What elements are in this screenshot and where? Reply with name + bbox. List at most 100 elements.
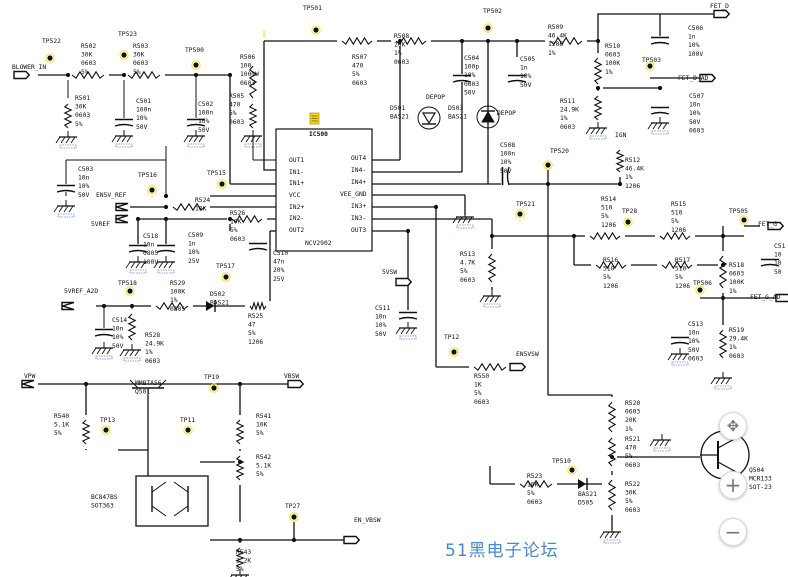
label-r529-3: 0805 — [170, 306, 185, 313]
label-c518-3: 100V — [143, 259, 158, 266]
ground-symbol-4 — [585, 122, 607, 140]
junction-dot — [121, 72, 127, 78]
test-point-tp506[interactable]: TP506 — [693, 280, 712, 295]
test-point-label: TP500 — [185, 47, 204, 54]
label-r512-1: 46.4K — [625, 166, 644, 173]
port-en5vsw[interactable]: EN5VSW — [509, 351, 539, 372]
resistor-r542 — [235, 451, 245, 485]
label-r529-1: 100K — [170, 289, 185, 296]
junction-dot — [720, 233, 726, 239]
junction-dot — [227, 72, 233, 78]
port-5vsw[interactable]: 5VSW — [382, 269, 413, 287]
test-point-tp522[interactable]: TP522 — [42, 38, 61, 63]
fit-view-button[interactable]: ✥ — [719, 412, 747, 440]
label-r525-2: 5% — [248, 330, 256, 337]
port-vpw[interactable]: VPW — [20, 373, 36, 389]
resistor-r512 — [615, 145, 625, 177]
port-fet-g[interactable]: FET_G — [758, 221, 785, 231]
port-fet-d-ad[interactable]: FET_D_AD — [678, 73, 717, 83]
test-point-tp505[interactable]: TP505 — [729, 208, 749, 225]
label-r502-3: 5% — [81, 69, 89, 76]
port-en-vbsw[interactable]: EN_VBSW — [343, 517, 381, 545]
label-r512-3: 1206 — [625, 183, 640, 190]
test-point-tp515[interactable]: TP515 — [207, 170, 227, 189]
test-point-tp500[interactable]: TP500 — [185, 47, 204, 70]
port-5vref-a2d[interactable]: 5VREF_A2D — [60, 288, 98, 311]
label-c518-0: C518 — [143, 233, 158, 240]
label-c502-1: 100n — [198, 110, 213, 117]
resistor-r529 — [151, 301, 193, 311]
label-q501-1: Q501 — [135, 389, 150, 396]
label-r517-0: R517 — [675, 257, 690, 264]
label-d503-0: D503 — [448, 105, 463, 112]
test-point-tp516[interactable]: TP516 — [138, 172, 157, 195]
label-c501-1: 100n — [136, 107, 151, 114]
label-r540-0: R540 — [54, 413, 69, 420]
junction-dot — [595, 38, 601, 44]
test-point-tp510[interactable]: TP510 — [552, 458, 577, 475]
test-point-tp27[interactable]: TP27 — [285, 503, 300, 522]
label-d502-1: BAS21 — [210, 300, 229, 307]
resistor-r503 — [123, 70, 165, 80]
test-point-tp11[interactable]: TP11 — [180, 417, 195, 435]
port-fet-d[interactable]: FET_D — [710, 3, 731, 19]
resistor-r522 — [607, 475, 617, 515]
capacitor-c509 — [156, 244, 176, 253]
ic-pin-out1: OUT1 — [289, 157, 304, 164]
junction-dot — [720, 295, 726, 301]
zoom-in-button[interactable]: + — [719, 471, 747, 499]
label-r501-2: 0603 — [75, 112, 90, 119]
label-c505-1: 1n — [520, 65, 528, 72]
label-c513-3: 50V — [688, 347, 700, 354]
port-5vref[interactable]: 5VREF — [91, 214, 129, 229]
label-c504-2: 10% — [464, 72, 476, 79]
test-point-tp13[interactable]: TP13 — [100, 417, 115, 435]
label-c505-3: 50V — [520, 82, 532, 89]
port-en5v-ref[interactable]: EN5V_REF — [96, 192, 129, 212]
junction-dot — [489, 233, 495, 239]
resistor-r550 — [469, 362, 511, 372]
test-point-tp521[interactable]: TP521 — [515, 201, 535, 219]
test-point-label: TP502 — [483, 8, 502, 15]
test-point-tp501[interactable]: TP501 — [303, 5, 322, 35]
test-point-tp523[interactable]: TP523 — [118, 31, 137, 60]
label-r522-0: R522 — [625, 481, 640, 488]
label-r528-0: R528 — [145, 332, 160, 339]
test-point-tp12[interactable]: TP12 — [444, 334, 459, 357]
test-point-tp502[interactable]: TP502 — [483, 8, 502, 33]
label-c51x-1: 10 — [774, 252, 782, 259]
junction-dot — [720, 262, 726, 268]
junction-dot — [459, 38, 465, 44]
label-c507-0: C507 — [689, 93, 704, 100]
test-point-label: TP523 — [118, 31, 137, 38]
label-r526-3: 0603 — [230, 236, 245, 243]
label-r509-2: 1206 — [548, 41, 563, 48]
label-c505-2: 10% — [520, 73, 532, 80]
test-point-tp517[interactable]: TP517 — [216, 263, 235, 282]
test-point-tp503[interactable]: TP503 — [642, 57, 661, 71]
test-point-tp19[interactable]: TP19 — [204, 374, 219, 393]
port-label: FET_G — [758, 221, 777, 228]
label-c509-1: 1n — [188, 241, 196, 248]
label-r519-3: 0603 — [729, 353, 744, 360]
resistor-r517 — [657, 260, 697, 270]
capacitor-c51x — [760, 258, 780, 267]
junction-dot — [595, 85, 601, 91]
label-r520-0: R520 — [625, 400, 640, 407]
zoom-out-button[interactable]: − — [719, 518, 747, 546]
label-d503-1: BAS21 — [448, 114, 467, 121]
label-c507-1: 10n — [689, 102, 701, 109]
test-point-tp28[interactable]: TP28 — [622, 208, 637, 227]
port-blower-in[interactable]: BLOWER_IN — [12, 64, 46, 80]
capacitor-c505 — [507, 74, 527, 83]
port-fet-g-ad[interactable]: FET_G_AD — [750, 293, 788, 303]
port-vbsw[interactable]: VBSW — [284, 373, 305, 389]
label-r517-1: 510 — [675, 266, 687, 273]
label-r514-1: 510 — [601, 205, 613, 212]
test-point-tp520[interactable]: TP520 — [543, 148, 569, 170]
label-r520-3: 1% — [625, 426, 633, 433]
label-c510-3: 25V — [273, 276, 285, 283]
capacitor-c504 — [452, 74, 472, 83]
test-point-tp518[interactable]: TP518 — [118, 280, 137, 296]
label-r519-2: 1% — [729, 344, 737, 351]
